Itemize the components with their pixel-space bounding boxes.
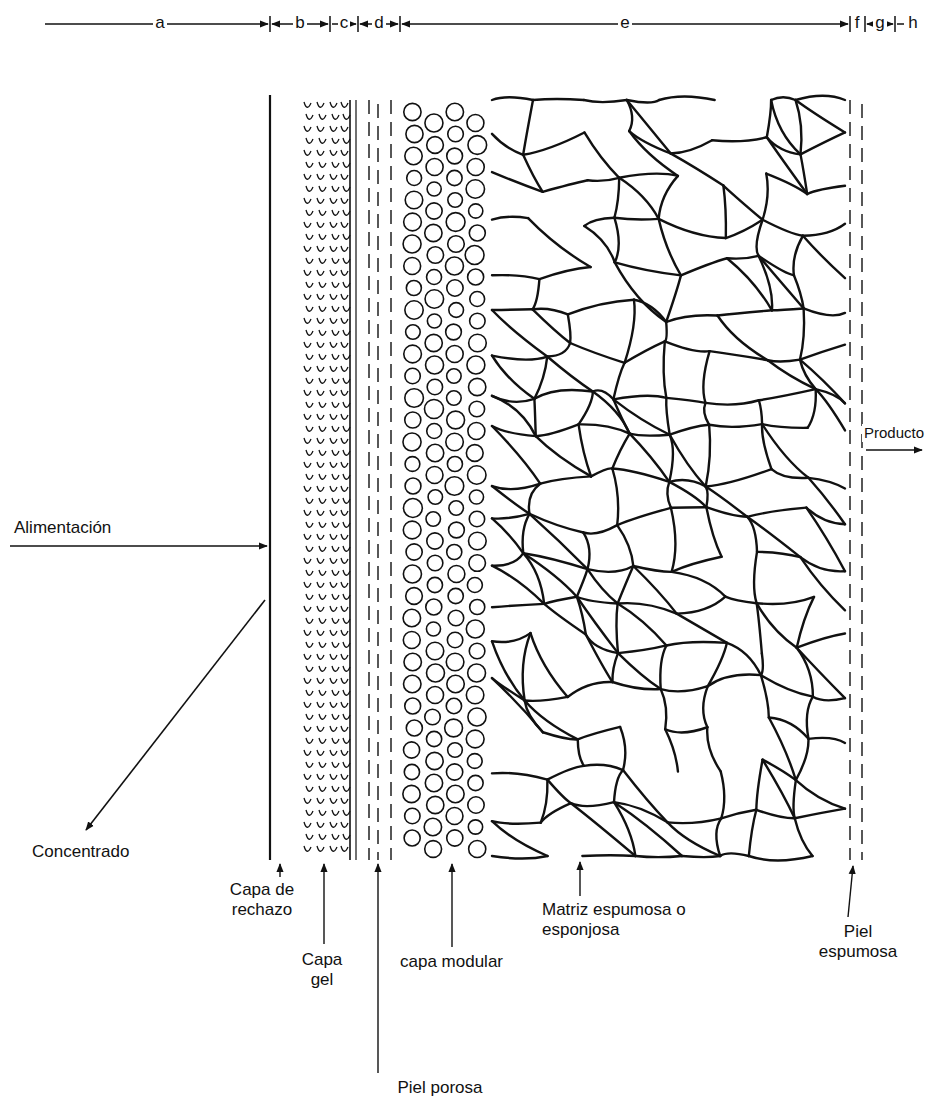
part-label: capa modular: [398, 952, 505, 972]
part-label: Piel espumosa: [814, 922, 903, 963]
part-label: Matriz espumosa o esponjosa: [540, 900, 704, 941]
dimension-letter: d: [372, 13, 385, 33]
dimension-letter: c: [338, 13, 351, 33]
dimension-letter: b: [293, 13, 306, 33]
flow-arrows: [10, 450, 922, 830]
dimension-line: [45, 16, 904, 32]
part-label: Capa de rechazo: [215, 880, 309, 921]
foam-matrix: [492, 96, 845, 861]
dimension-letter: h: [906, 13, 919, 33]
dimension-letter: e: [618, 13, 631, 33]
leader-lines: [280, 862, 853, 1073]
part-label: Capa gel: [295, 950, 349, 991]
part-label: Alimentación: [12, 518, 113, 538]
part-label: Producto: [862, 424, 926, 442]
nodular-layer: [403, 103, 487, 857]
dimension-letter: g: [873, 13, 886, 33]
membrane-layers: [270, 95, 862, 860]
gel-layer: [304, 102, 350, 851]
dimension-letter: f: [853, 13, 862, 33]
part-label: Concentrado: [30, 842, 131, 862]
part-label: Piel porosa: [395, 1078, 484, 1098]
dimension-letter: a: [153, 13, 166, 33]
